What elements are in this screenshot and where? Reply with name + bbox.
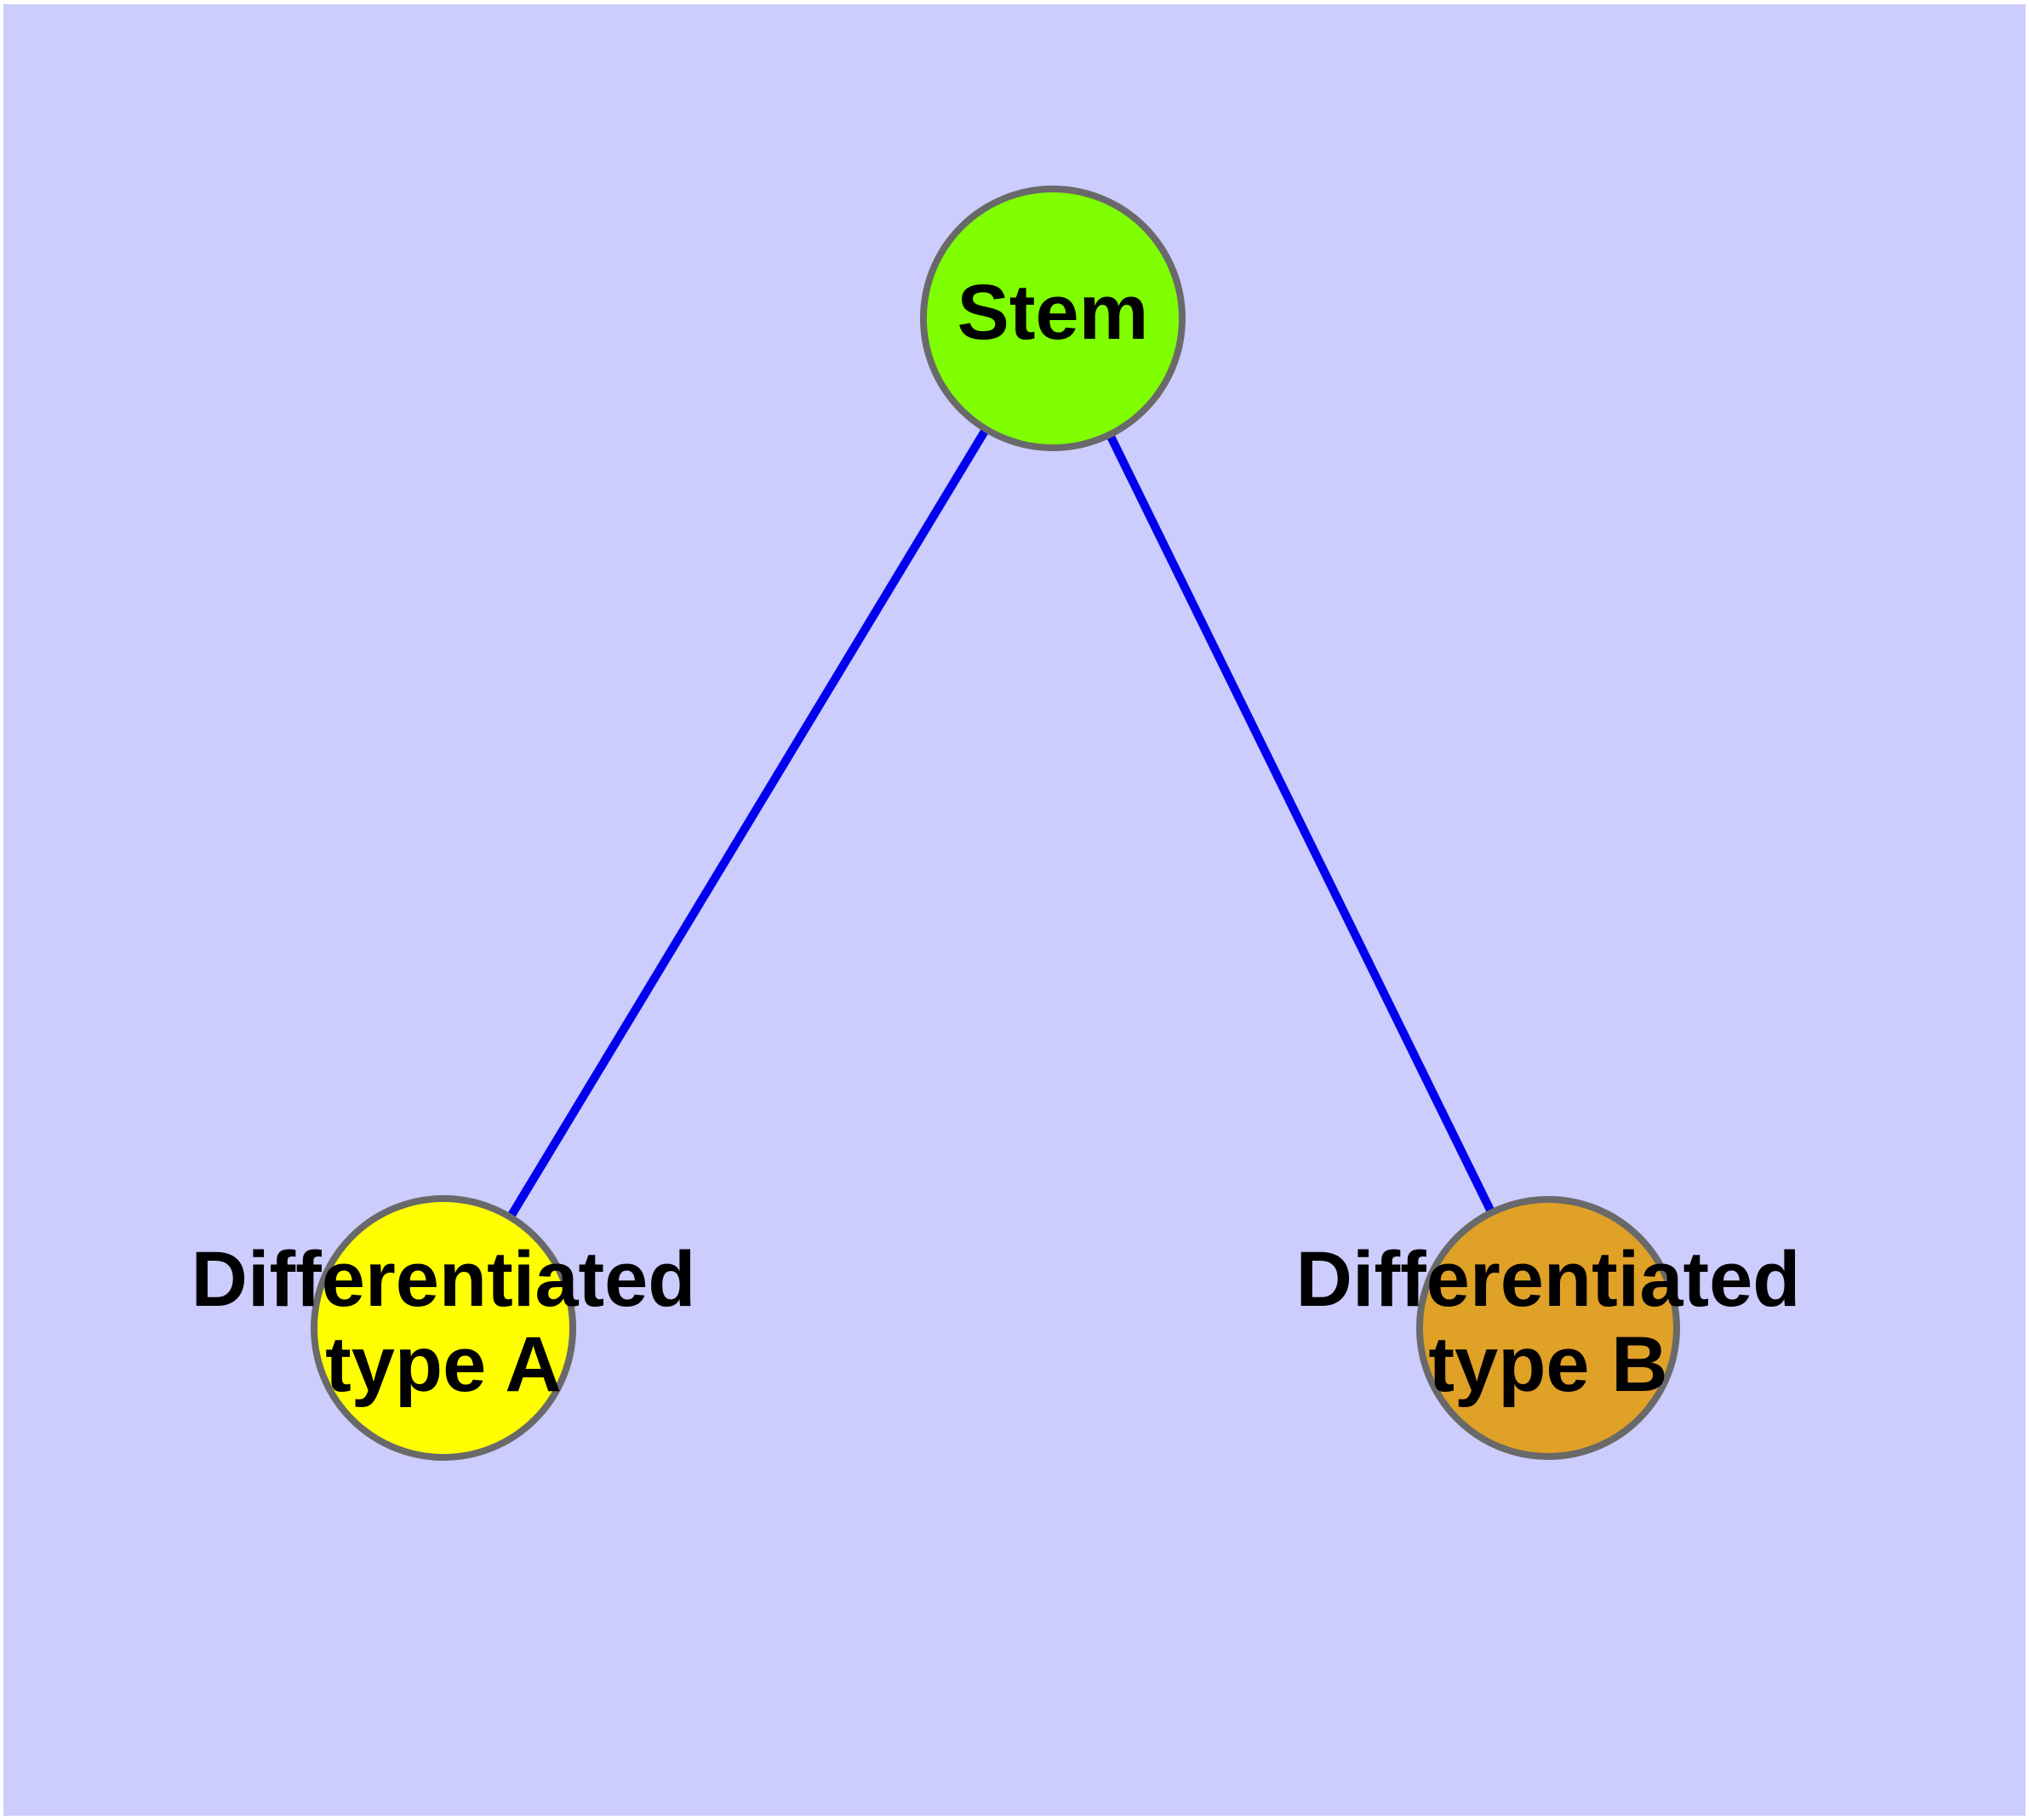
node-differentiated-type-a-circle[interactable] (311, 1195, 576, 1461)
node-stem[interactable] (920, 186, 1186, 451)
node-label-line: Differentiated (1296, 1236, 1801, 1323)
node-label-line: Differentiated (191, 1236, 696, 1323)
node-differentiated-type-a[interactable] (311, 1195, 576, 1461)
node-differentiated-type-b[interactable] (1416, 1196, 1680, 1460)
node-differentiated-type-b-circle[interactable] (1416, 1196, 1680, 1460)
edge-stem-to-differentiated-type-a[interactable] (505, 424, 992, 1222)
node-label-line: Stem (957, 269, 1149, 356)
node-layer (311, 186, 1680, 1461)
node-stem-circle[interactable] (920, 186, 1186, 451)
edge-layer (505, 424, 1497, 1222)
node-label-line: type A (325, 1321, 562, 1408)
edge-stem-to-differentiated-type-b[interactable] (1104, 429, 1497, 1218)
node-stem-label: Stem (957, 269, 1149, 356)
node-label-line: type B (1428, 1321, 1667, 1408)
